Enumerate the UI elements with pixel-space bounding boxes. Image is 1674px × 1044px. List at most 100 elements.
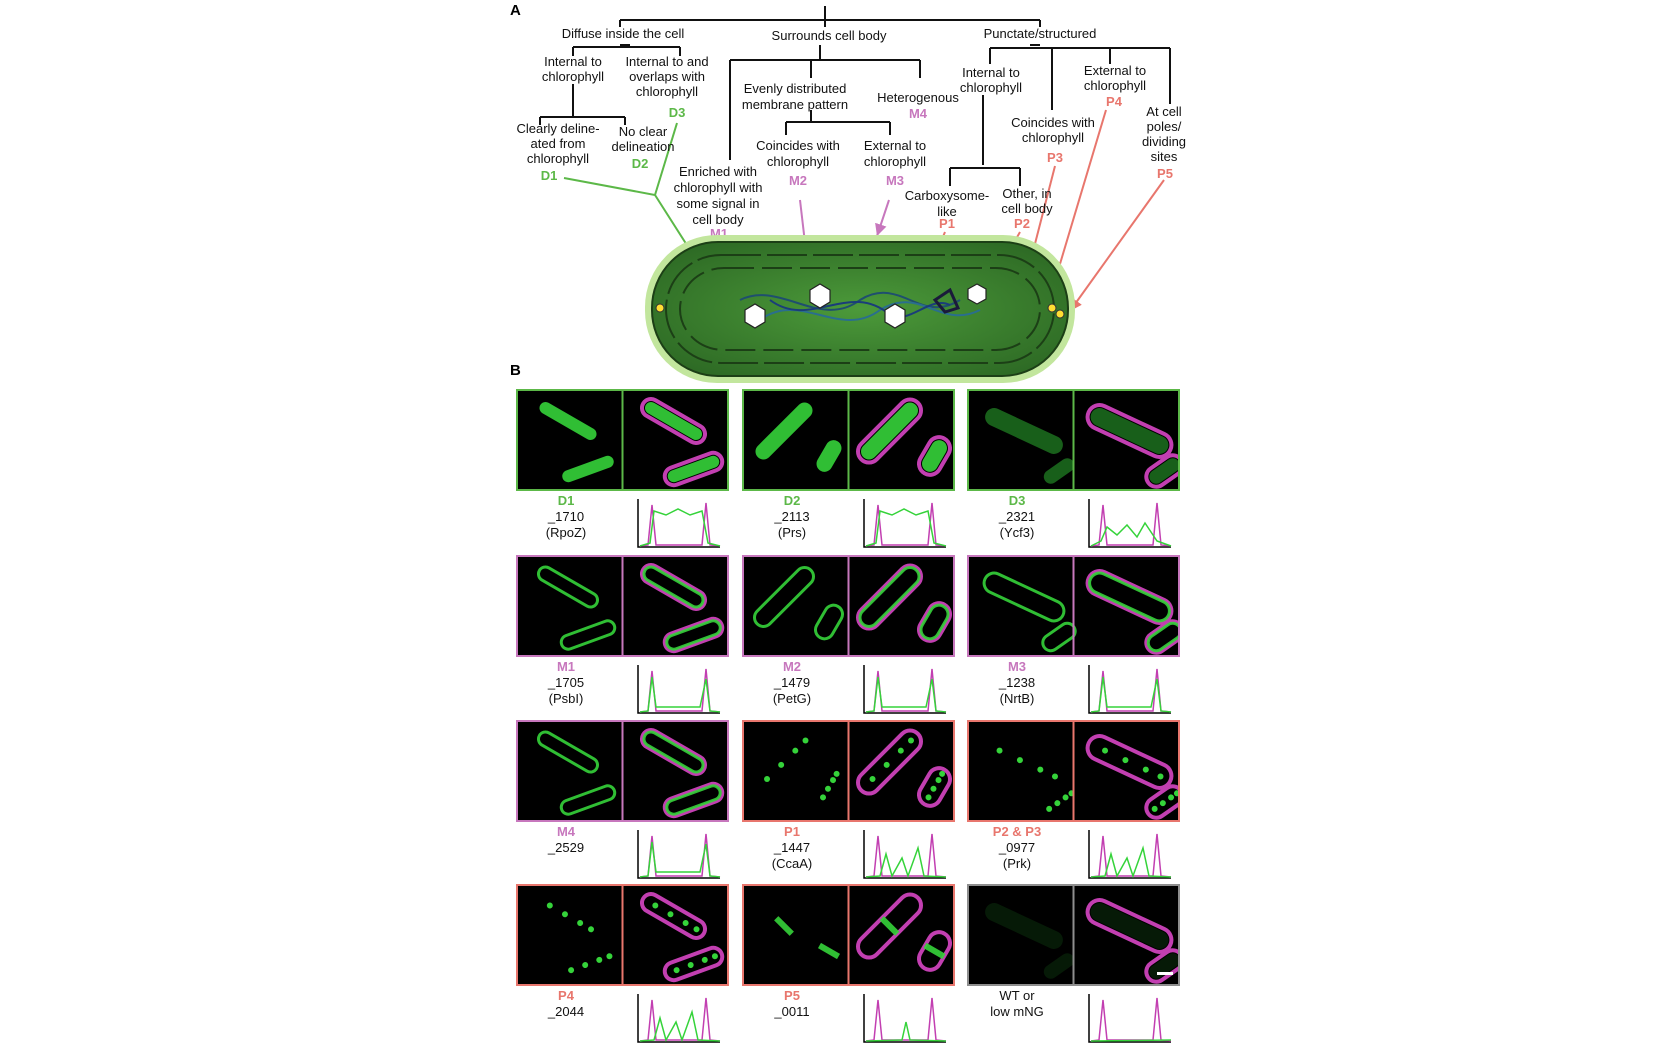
micrograph-image xyxy=(536,722,725,820)
category-surrounds: Surrounds cell body xyxy=(772,28,887,43)
carboxysome-icons xyxy=(744,283,987,329)
strain-caption: M1_1705(PsbI) xyxy=(511,659,621,707)
intensity-profile xyxy=(1088,994,1172,1043)
strain-label: low mNG xyxy=(990,1004,1044,1019)
strain-label: WT or xyxy=(999,988,1035,1003)
intensity-profile xyxy=(637,665,721,714)
strain-caption: P1_1447(CcaA) xyxy=(737,824,847,872)
strain-label: _2529 xyxy=(547,840,585,855)
pole-puncta xyxy=(655,303,1065,319)
code-m2: M2 xyxy=(789,173,807,188)
cell-schematic xyxy=(645,235,1075,383)
strain-label: _1710 xyxy=(547,509,585,524)
micrograph-tile xyxy=(967,884,1180,986)
category-diffuse: Diffuse inside the cell xyxy=(562,26,685,41)
localization-code: D1 xyxy=(557,493,575,508)
micrograph-tile xyxy=(967,389,1180,491)
micrograph-image xyxy=(985,391,1178,489)
localization-code: P2 & P3 xyxy=(992,824,1042,839)
micrograph-tile xyxy=(516,720,729,822)
micrograph-image xyxy=(539,391,725,489)
strain-caption: M4_2529 xyxy=(511,824,621,856)
strain-label: (Prk) xyxy=(1002,856,1032,871)
intensity-profile xyxy=(637,994,721,1043)
micrograph-tile xyxy=(742,555,955,657)
strain-caption: M2_1479(PetG) xyxy=(737,659,847,707)
micrograph-image xyxy=(546,886,725,984)
strain-label: (Prs) xyxy=(777,525,807,540)
tree-text: Diffuse inside the cell Surrounds cell b… xyxy=(516,26,1186,227)
micrograph-tile xyxy=(516,884,729,986)
strain-label: (CcaA) xyxy=(771,856,813,871)
intensity-profile xyxy=(863,665,947,714)
strain-label: _0977 xyxy=(998,840,1036,855)
node-carboxysome: Carboxysome-like xyxy=(905,188,990,219)
intensity-profile xyxy=(1088,499,1172,548)
category-punctate: Punctate/structured xyxy=(984,26,1097,41)
strain-caption: D3_2321(Ycf3) xyxy=(962,493,1072,541)
intensity-profile xyxy=(1088,830,1172,879)
strain-label: (NrtB) xyxy=(999,691,1035,706)
micrograph-image xyxy=(536,557,725,655)
localization-code: P5 xyxy=(784,988,800,1003)
strain-label: _1447 xyxy=(773,840,811,855)
micrograph-tile xyxy=(742,720,955,822)
code-p2: P2 xyxy=(1014,216,1030,231)
micrograph-image xyxy=(774,886,952,984)
strain-caption: P4_2044 xyxy=(511,988,621,1020)
intensity-profile xyxy=(1088,665,1172,714)
micrograph-tile xyxy=(967,555,1180,657)
intensity-profile xyxy=(863,994,947,1043)
localization-code: M2 xyxy=(782,659,802,674)
localization-code: P1 xyxy=(784,824,800,839)
code-d3: D3 xyxy=(669,105,686,120)
micrograph-tile xyxy=(516,389,729,491)
panel-label-a: A xyxy=(510,2,521,19)
micrograph-image xyxy=(755,391,952,489)
strain-label: (RpoZ) xyxy=(545,525,587,540)
strain-caption: D2_2113(Prs) xyxy=(737,493,847,541)
strain-caption: P2 & P3_0977(Prk) xyxy=(962,824,1072,872)
localization-code: P4 xyxy=(558,988,574,1003)
micrograph-image xyxy=(985,886,1178,984)
micrograph-image xyxy=(982,557,1178,655)
strain-caption: M3_1238(NrtB) xyxy=(962,659,1072,707)
strain-caption: D1_1710(RpoZ) xyxy=(511,493,621,541)
localization-code: D2 xyxy=(783,493,801,508)
code-p4: P4 xyxy=(1106,94,1123,109)
localization-code: M3 xyxy=(1007,659,1027,674)
panel-label-b: B xyxy=(510,362,521,379)
strain-label: _0011 xyxy=(774,1004,810,1019)
micrograph-image xyxy=(764,722,952,820)
micrograph-tile xyxy=(742,389,955,491)
strain-label: _2044 xyxy=(547,1004,585,1019)
intensity-profile xyxy=(863,830,947,879)
strain-label: _1238 xyxy=(998,675,1036,690)
intensity-profile xyxy=(637,830,721,879)
strain-caption: P5_0011 xyxy=(737,988,847,1020)
tree-lines xyxy=(539,6,1171,186)
code-p3: P3 xyxy=(1047,150,1063,165)
code-p5: P5 xyxy=(1157,166,1173,181)
micrograph-tile xyxy=(516,555,729,657)
strain-label: _1479 xyxy=(773,675,811,690)
intensity-profile xyxy=(637,499,721,548)
localization-code: M1 xyxy=(556,659,576,674)
strain-label: _1705 xyxy=(547,675,585,690)
strain-label: _2321 xyxy=(998,509,1036,524)
strain-label: (PsbI) xyxy=(548,691,584,706)
strain-label: (PetG) xyxy=(772,691,812,706)
